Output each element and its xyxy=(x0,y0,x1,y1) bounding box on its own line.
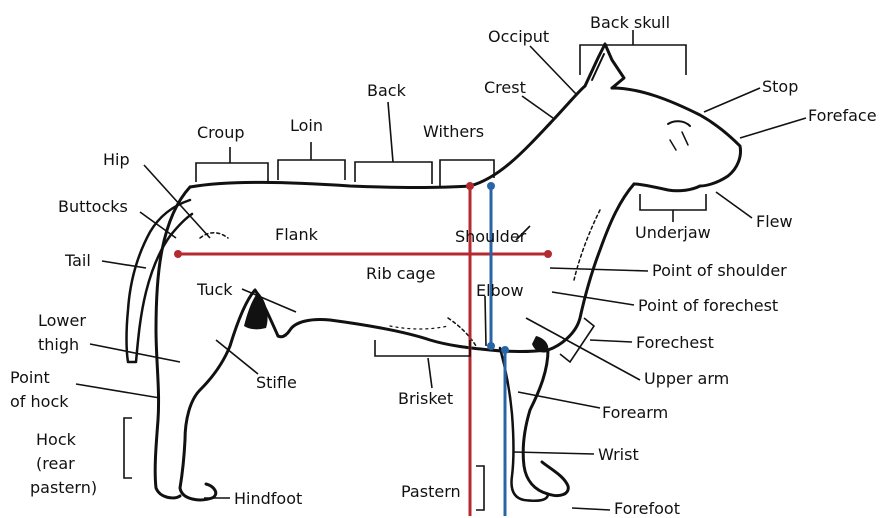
brisket-leader xyxy=(428,358,432,388)
label-forechest: Forechest xyxy=(636,333,714,352)
occiput-leader xyxy=(530,46,577,95)
blue-dot-top xyxy=(487,182,495,190)
label-tuck: Tuck xyxy=(196,280,233,299)
label-point-of-forechest: Point of forechest xyxy=(638,296,778,315)
front-leg-outline xyxy=(523,350,568,496)
label-withers: Withers xyxy=(423,122,484,141)
label-underjaw: Underjaw xyxy=(635,223,711,242)
point-of-forechest-leader xyxy=(552,292,634,305)
rib-detail-line xyxy=(390,326,448,329)
red-dot-left xyxy=(174,250,182,258)
label-occiput: Occiput xyxy=(488,27,549,46)
tail-leader xyxy=(102,261,146,268)
back-bracket xyxy=(355,162,432,184)
point-of-hock-leader xyxy=(76,384,160,398)
label-hip: Hip xyxy=(103,150,130,169)
label-lower-thigh-line2: thigh xyxy=(38,335,79,354)
forechest-leader xyxy=(590,340,632,342)
labels: Back skull Occiput Stop Crest Foreface B… xyxy=(10,13,877,518)
flew-leader xyxy=(716,192,752,218)
label-buttocks: Buttocks xyxy=(58,197,128,216)
label-flank: Flank xyxy=(275,225,319,244)
crest-leader xyxy=(522,96,553,118)
foreface-leader xyxy=(740,118,806,138)
label-tail: Tail xyxy=(64,251,91,270)
point-of-shoulder-leader xyxy=(550,268,648,271)
forearm-leader xyxy=(518,392,600,408)
label-flew: Flew xyxy=(756,212,793,231)
label-point-of-hock-line1: Point xyxy=(10,368,50,387)
stop-leader xyxy=(704,88,760,112)
back-leader xyxy=(388,102,393,162)
label-stop: Stop xyxy=(762,77,798,96)
front-leg-back xyxy=(500,348,548,501)
label-hock-line2: (rear xyxy=(36,454,75,473)
underjaw-bracket xyxy=(640,194,706,210)
blue-dot-lower xyxy=(501,346,509,354)
pastern-bracket xyxy=(476,466,484,510)
label-rib-cage: Rib cage xyxy=(366,264,435,283)
label-croup: Croup xyxy=(197,123,244,142)
label-upper-arm: Upper arm xyxy=(644,369,729,388)
ear-outline xyxy=(585,44,624,88)
label-forefoot: Forefoot xyxy=(614,499,680,518)
neck-underside xyxy=(548,184,634,350)
label-loin: Loin xyxy=(290,116,323,135)
label-back: Back xyxy=(367,81,407,100)
elbow-leader xyxy=(485,296,486,346)
eye-outline xyxy=(668,121,690,126)
head-outline xyxy=(612,88,741,191)
label-lower-thigh-line1: Lower xyxy=(38,311,86,330)
red-dot-top xyxy=(466,182,474,190)
red-dot-right xyxy=(544,250,552,258)
hip-muscle-line xyxy=(200,233,228,238)
label-hindfoot: Hindfoot xyxy=(234,489,302,508)
elbow-muscle-line xyxy=(448,318,476,346)
label-forearm: Forearm xyxy=(602,403,668,422)
label-hock-line1: Hock xyxy=(36,430,77,449)
brisket-bracket xyxy=(375,340,470,356)
loin-bracket xyxy=(278,160,345,180)
blue-dot-mid xyxy=(487,342,495,350)
withers-bracket xyxy=(440,160,494,186)
hock-bracket xyxy=(124,418,132,478)
label-hock-line3: pastern) xyxy=(30,478,97,497)
label-stifle: Stifle xyxy=(256,373,297,392)
topline-outline xyxy=(190,86,585,188)
label-crest: Crest xyxy=(484,78,526,97)
label-elbow: Elbow xyxy=(476,281,524,300)
forefoot-leader xyxy=(572,508,610,510)
cheek-lines xyxy=(670,132,688,150)
wrist-leader xyxy=(514,452,594,454)
label-wrist: Wrist xyxy=(598,445,639,464)
croup-bracket xyxy=(196,163,268,182)
label-foreface: Foreface xyxy=(808,106,877,125)
label-brisket: Brisket xyxy=(398,389,453,408)
label-pastern: Pastern xyxy=(401,482,461,501)
label-back-skull: Back skull xyxy=(590,13,670,32)
stifle-leader xyxy=(216,340,258,374)
label-point-of-shoulder: Point of shoulder xyxy=(652,261,787,280)
label-point-of-hock-line2: of hock xyxy=(10,392,69,411)
label-shoulder: Shoulder xyxy=(455,227,527,246)
belly-outline xyxy=(278,319,548,351)
